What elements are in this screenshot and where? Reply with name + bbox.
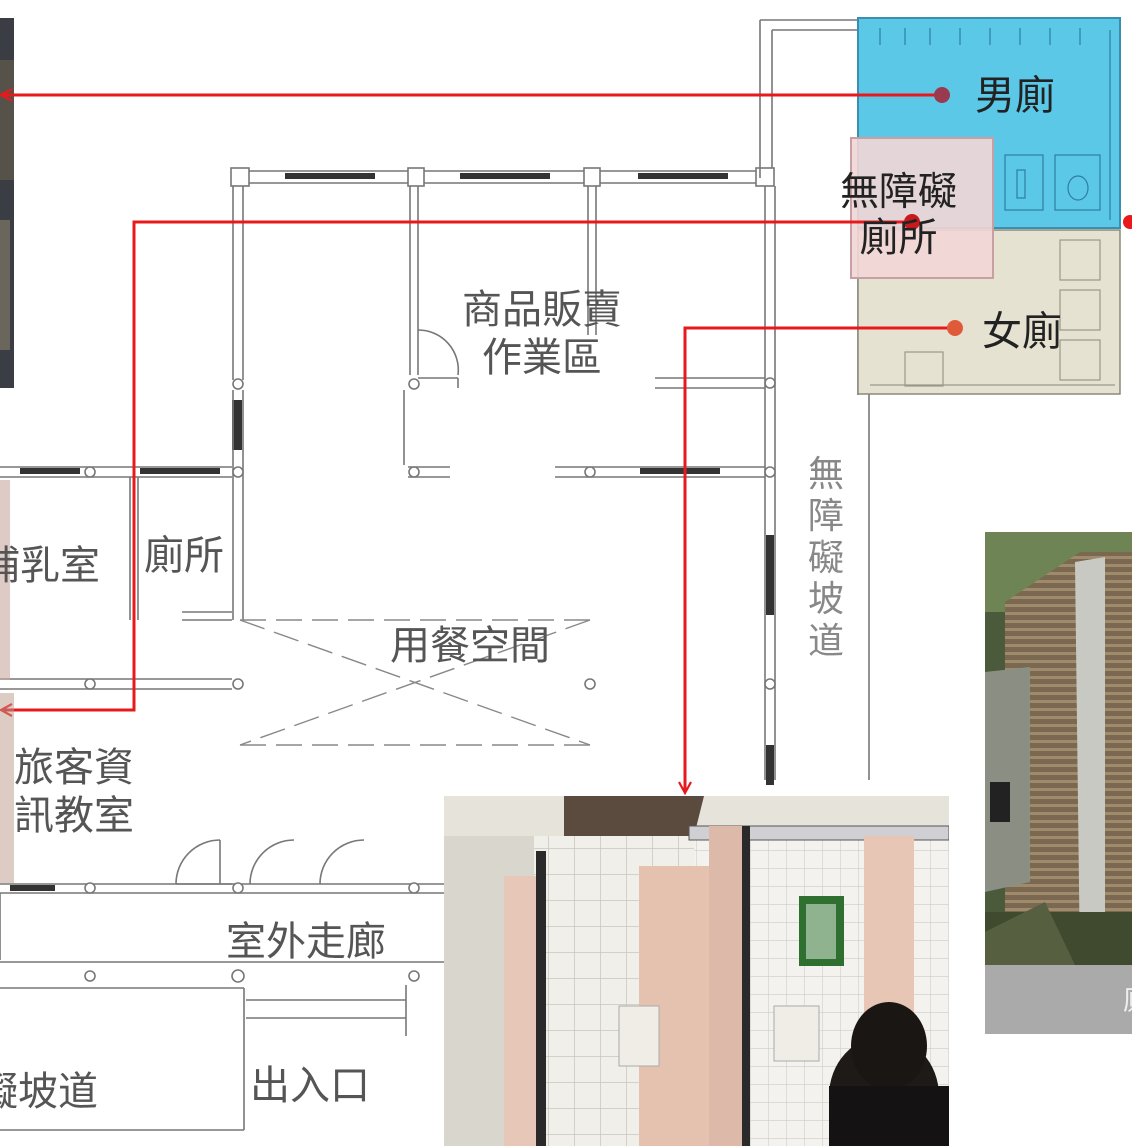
restroom-interior-photo	[444, 796, 949, 1146]
accessible-ramp-label: 無障礙坡道	[807, 454, 844, 662]
left-photo-fragment-lower	[0, 693, 14, 883]
womens-toilet-label: 女廁	[982, 309, 1062, 355]
outdoor-corridor-label: 室外走廊	[226, 919, 386, 965]
dining-space-label: 用餐空間	[390, 623, 550, 669]
building-exterior-photo	[985, 532, 1132, 965]
nursing-room-label: 哺乳室	[0, 543, 100, 589]
mens-toilet-label: 男廁	[975, 73, 1055, 119]
building-walls	[0, 19, 870, 1131]
visitor-info-room-label: 旅客資 訊教室	[14, 745, 134, 839]
right-edge-marker-dot	[1123, 215, 1132, 229]
leader-lines	[2, 95, 955, 792]
ramp-partial-label: 礙坡道	[0, 1069, 98, 1115]
accessible-leader-line	[2, 220, 910, 710]
entrance-label: 出入口	[250, 1063, 370, 1109]
accessible-toilet-zone	[850, 137, 994, 279]
left-photo-strip	[0, 18, 14, 388]
accessible-toilet-label: 無障礙 廁所	[840, 170, 958, 262]
photo-caption: 廁	[985, 965, 1132, 1034]
womens-leader-line	[685, 326, 955, 792]
shop-area-label: 商品販賣 作業區	[462, 287, 622, 381]
left-photo-fragment	[0, 480, 10, 680]
accessible-marker-dot	[904, 214, 920, 230]
restroom-block	[850, 17, 1121, 395]
mens-marker-dot	[934, 87, 950, 103]
womens-marker-dot	[947, 320, 963, 336]
toilet-small-label: 廁所	[144, 533, 224, 579]
